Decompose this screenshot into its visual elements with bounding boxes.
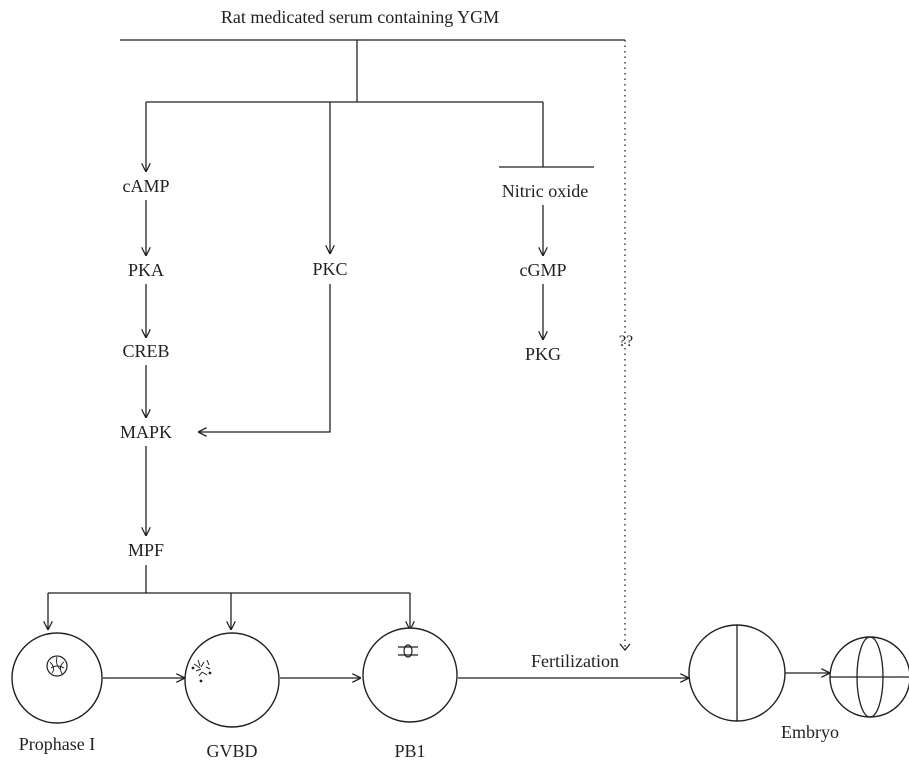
embryo-label: Embryo bbox=[781, 722, 839, 742]
unknown-label: ?? bbox=[619, 333, 633, 350]
gvbd-oocyte bbox=[184, 632, 280, 728]
prophase-oocyte bbox=[11, 632, 103, 724]
polar-body-spindle-icon bbox=[398, 644, 418, 658]
prophase-label: Prophase I bbox=[19, 734, 95, 754]
creb-label: CREB bbox=[122, 341, 169, 361]
fertilization-label: Fertilization bbox=[531, 651, 619, 671]
arrow-pkc-mapk bbox=[198, 284, 331, 432]
source-label: Rat medicated serum containing YGM bbox=[221, 7, 499, 27]
chromatin-scatter-icon bbox=[191, 659, 212, 683]
germinal-vesicle-icon bbox=[46, 655, 68, 677]
mapk-label: MAPK bbox=[120, 422, 172, 442]
pb1-label: PB1 bbox=[394, 741, 425, 761]
pkg-label: PKG bbox=[525, 344, 561, 364]
mpf-label: MPF bbox=[128, 540, 164, 560]
cgmp-label: cGMP bbox=[519, 260, 566, 280]
nitric-oxide-label: Nitric oxide bbox=[502, 181, 588, 201]
camp-label: cAMP bbox=[122, 176, 169, 196]
pkc-label: PKC bbox=[312, 259, 347, 279]
gvbd-label: GVBD bbox=[206, 741, 257, 761]
pb1-oocyte bbox=[362, 627, 458, 723]
unknown-arrowhead bbox=[619, 643, 631, 652]
pka-label: PKA bbox=[128, 260, 164, 280]
